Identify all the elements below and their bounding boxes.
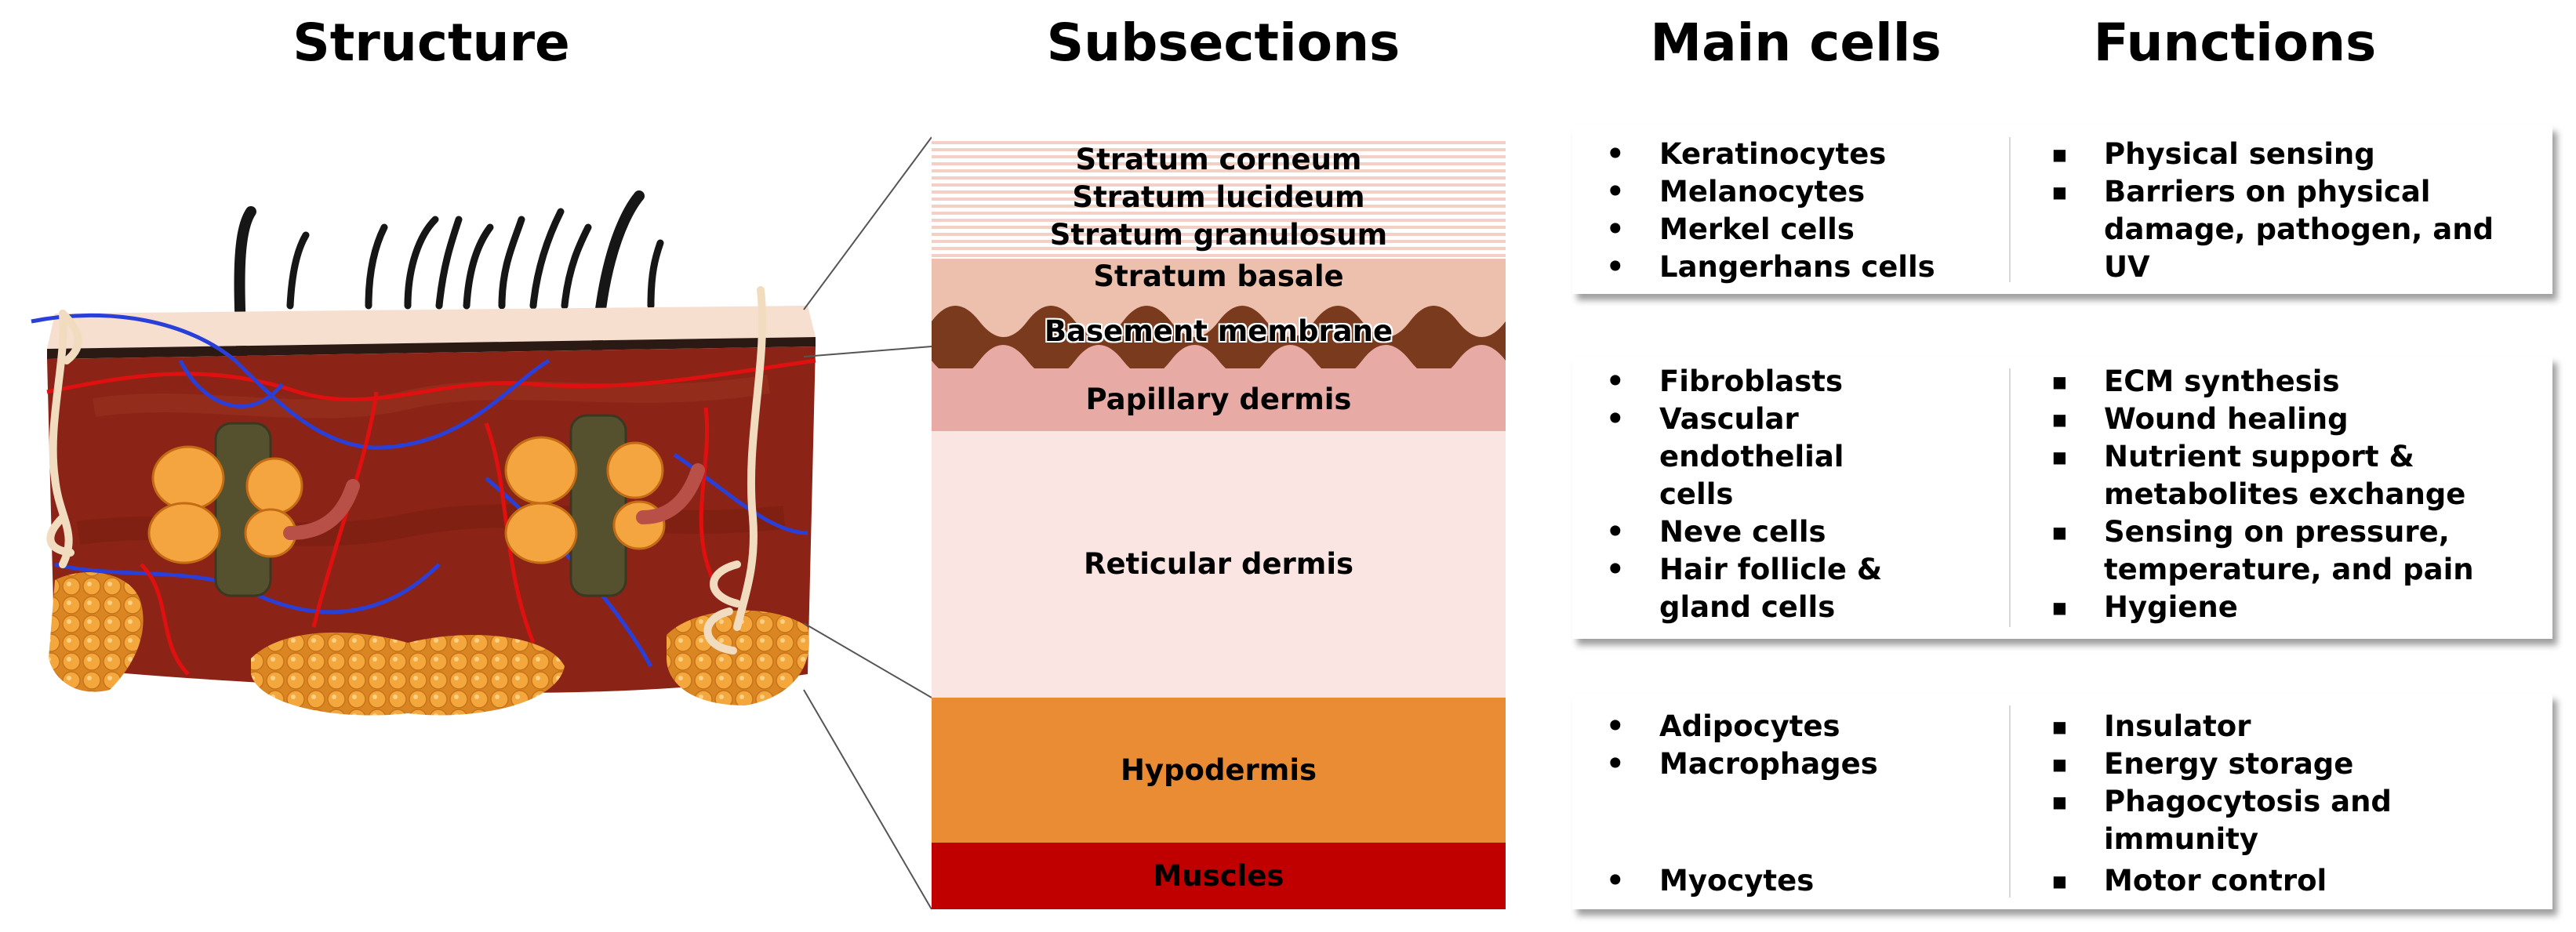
panel-divider xyxy=(2009,705,2011,898)
list-item: Wound healing xyxy=(2051,401,2505,438)
list-item: Physical sensing xyxy=(2051,136,2549,173)
stratum-granulosum-label: Stratum granulosum xyxy=(1049,218,1388,252)
list-item: Macrophages xyxy=(1606,745,1998,783)
muscle-functions-list: Motor control xyxy=(2051,862,2549,900)
sebaceous-glands xyxy=(147,436,666,564)
list-item: Motor control xyxy=(2051,862,2549,900)
subsections-header: Subsections xyxy=(1046,13,1401,73)
stratum-corneum-label: Stratum corneum xyxy=(1075,143,1362,176)
list-item: Sensing on pressure, temperature, and pa… xyxy=(2051,513,2505,589)
list-item: Myocytes xyxy=(1606,862,1998,900)
epidermis-functions-list: Physical sensing Barriers on physical da… xyxy=(2051,136,2549,286)
sweat-glands xyxy=(283,463,705,540)
basement-membrane-wave xyxy=(932,306,1506,368)
structure-header: Structure xyxy=(292,13,570,73)
stratum-lucideum-label: Stratum lucideum xyxy=(1072,180,1365,214)
list-item: ECM synthesis xyxy=(2051,363,2505,401)
stratum-basale-label: Stratum basale xyxy=(1093,259,1344,293)
hypodermis-layer: Hypodermis xyxy=(932,698,1506,843)
list-item: Merkel cells xyxy=(1606,211,1998,248)
epidermis-cells-list: Keratinocytes Melanocytes Merkel cells L… xyxy=(1606,136,1998,286)
functions-header: Functions xyxy=(2093,13,2377,73)
list-item: Nutrient support & metabolites exchange xyxy=(2051,438,2505,513)
nerves xyxy=(46,286,767,655)
hypodermis-cells-list: Adipocytes Macrophages xyxy=(1606,708,1998,783)
papillary-dermis-label: Papillary dermis xyxy=(1085,383,1352,416)
list-item: Melanocytes xyxy=(1606,173,1998,211)
list-item: Adipocytes xyxy=(1606,708,1998,745)
stratum-stripes-layer xyxy=(932,137,1506,259)
basement-membrane-label: Basement membrane xyxy=(1044,314,1393,348)
stratum-basale-layer: Stratum basale xyxy=(932,259,1506,294)
reticular-dermis-layer: Reticular dermis xyxy=(932,431,1506,698)
skin-cross-section-illustration xyxy=(31,190,816,716)
panel-divider xyxy=(2009,137,2011,282)
list-item: Hair follicle & gland cells xyxy=(1606,551,1973,626)
epidermis-surface xyxy=(47,306,816,359)
muscles-label: Muscles xyxy=(1153,858,1284,893)
panel-divider xyxy=(2009,368,2011,627)
list-item: Phagocytosis and immunity xyxy=(2051,783,2549,858)
muscles-layer: Muscles xyxy=(932,843,1506,909)
reticular-dermis-label: Reticular dermis xyxy=(1083,547,1354,581)
list-item: Barriers on physical damage, pathogen, a… xyxy=(2051,173,2549,286)
hypodermis-label: Hypodermis xyxy=(1120,752,1317,787)
hypodermis-functions-list: Insulator Energy storage Phagocytosis an… xyxy=(2051,708,2549,858)
list-item: Keratinocytes xyxy=(1606,136,1998,173)
dermis-cells-list: Fibroblasts Vascular endothelial cells N… xyxy=(1606,363,1998,626)
list-item: Langerhans cells xyxy=(1606,248,1998,286)
main-cells-header: Main cells xyxy=(1650,13,1942,73)
muscle-cells-list: Myocytes xyxy=(1606,862,1998,900)
basement-membrane-layer: Basement membrane xyxy=(932,294,1506,368)
list-item: Neve cells xyxy=(1606,513,1998,551)
list-item: Insulator xyxy=(2051,708,2549,745)
list-item: Hygiene xyxy=(2051,589,2505,626)
fat-lobules xyxy=(49,572,809,716)
list-item: Vascular endothelial cells xyxy=(1606,401,1926,513)
list-item: Energy storage xyxy=(2051,745,2549,783)
dermis-functions-list: ECM synthesis Wound healing Nutrient sup… xyxy=(2051,363,2505,626)
papillary-dermis-layer: Papillary dermis xyxy=(932,368,1506,431)
list-item: Fibroblasts xyxy=(1606,363,1998,401)
